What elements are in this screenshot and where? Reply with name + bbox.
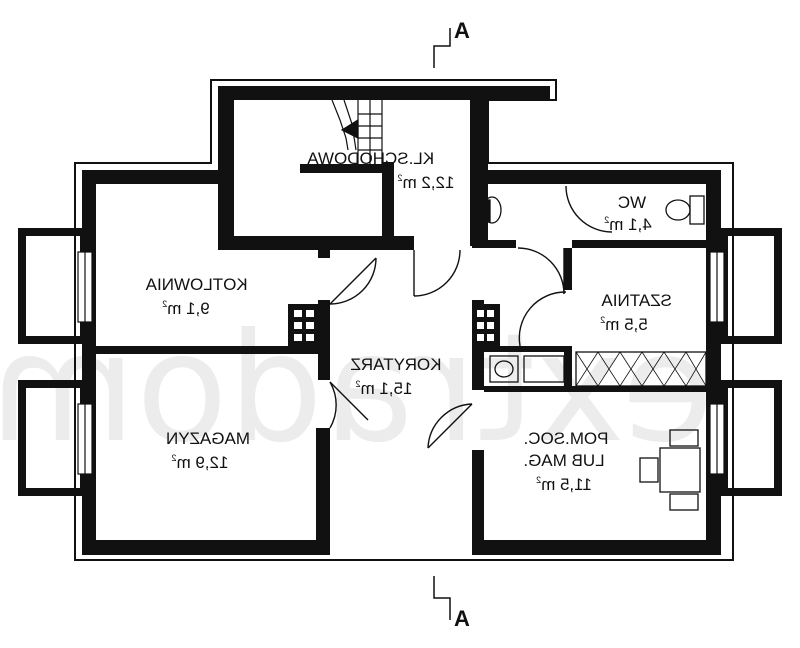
svg-text:POM.SOC.: POM.SOC.: [523, 429, 608, 448]
svg-text:9,1 m2: 9,1 m2: [162, 299, 210, 318]
windows: [77, 251, 725, 475]
svg-text:A: A: [454, 18, 470, 43]
chimney-right: [472, 304, 500, 352]
svg-text:KOTLOWNIA: KOTLOWNIA: [145, 275, 248, 294]
outer-outline: [74, 79, 734, 561]
svg-text:LUB MAG.: LUB MAG.: [523, 451, 604, 470]
room-label-pom-soc: POM.SOC. LUB MAG. 11,5 m2: [523, 429, 608, 494]
chimney-left: [288, 304, 322, 352]
room-label-korytarz: KORYTARZ 15,1 m2: [351, 355, 442, 398]
svg-text:WC: WC: [618, 193, 646, 212]
room-label-szatnia: SZATNIA 5,5 m2: [600, 291, 672, 334]
room-label-kotlownia: KOTLOWNIA 9,1 m2: [145, 275, 248, 318]
svg-text:11,5 m2: 11,5 m2: [536, 475, 592, 494]
svg-text:KORYTARZ: KORYTARZ: [351, 355, 442, 374]
svg-text:12,9 m2: 12,9 m2: [172, 453, 229, 472]
svg-text:KL.SCHODOWA: KL.SCHODOWA: [307, 149, 435, 168]
room-label-kl-schodowa: KL.SCHODOWA 12,2 m2: [307, 149, 455, 192]
room-label-wc: WC 4,1 m2: [604, 193, 652, 234]
room-label-magazyn: MAGAZYN 12,9 m2: [166, 429, 250, 472]
svg-text:5,5 m2: 5,5 m2: [600, 315, 648, 334]
svg-text:MAGAZYN: MAGAZYN: [166, 429, 250, 448]
svg-text:15,1 m2: 15,1 m2: [356, 379, 413, 398]
doors: [329, 185, 613, 449]
fixtures: [482, 195, 707, 511]
svg-text:4,1 m2: 4,1 m2: [604, 215, 652, 234]
svg-text:12,2 m2: 12,2 m2: [398, 173, 455, 192]
svg-text:SZATNIA: SZATNIA: [601, 291, 672, 310]
staircase: [331, 99, 383, 164]
section-marker-top: A: [433, 18, 470, 68]
svg-text:A: A: [454, 606, 470, 631]
section-marker-bottom: A: [433, 576, 470, 631]
